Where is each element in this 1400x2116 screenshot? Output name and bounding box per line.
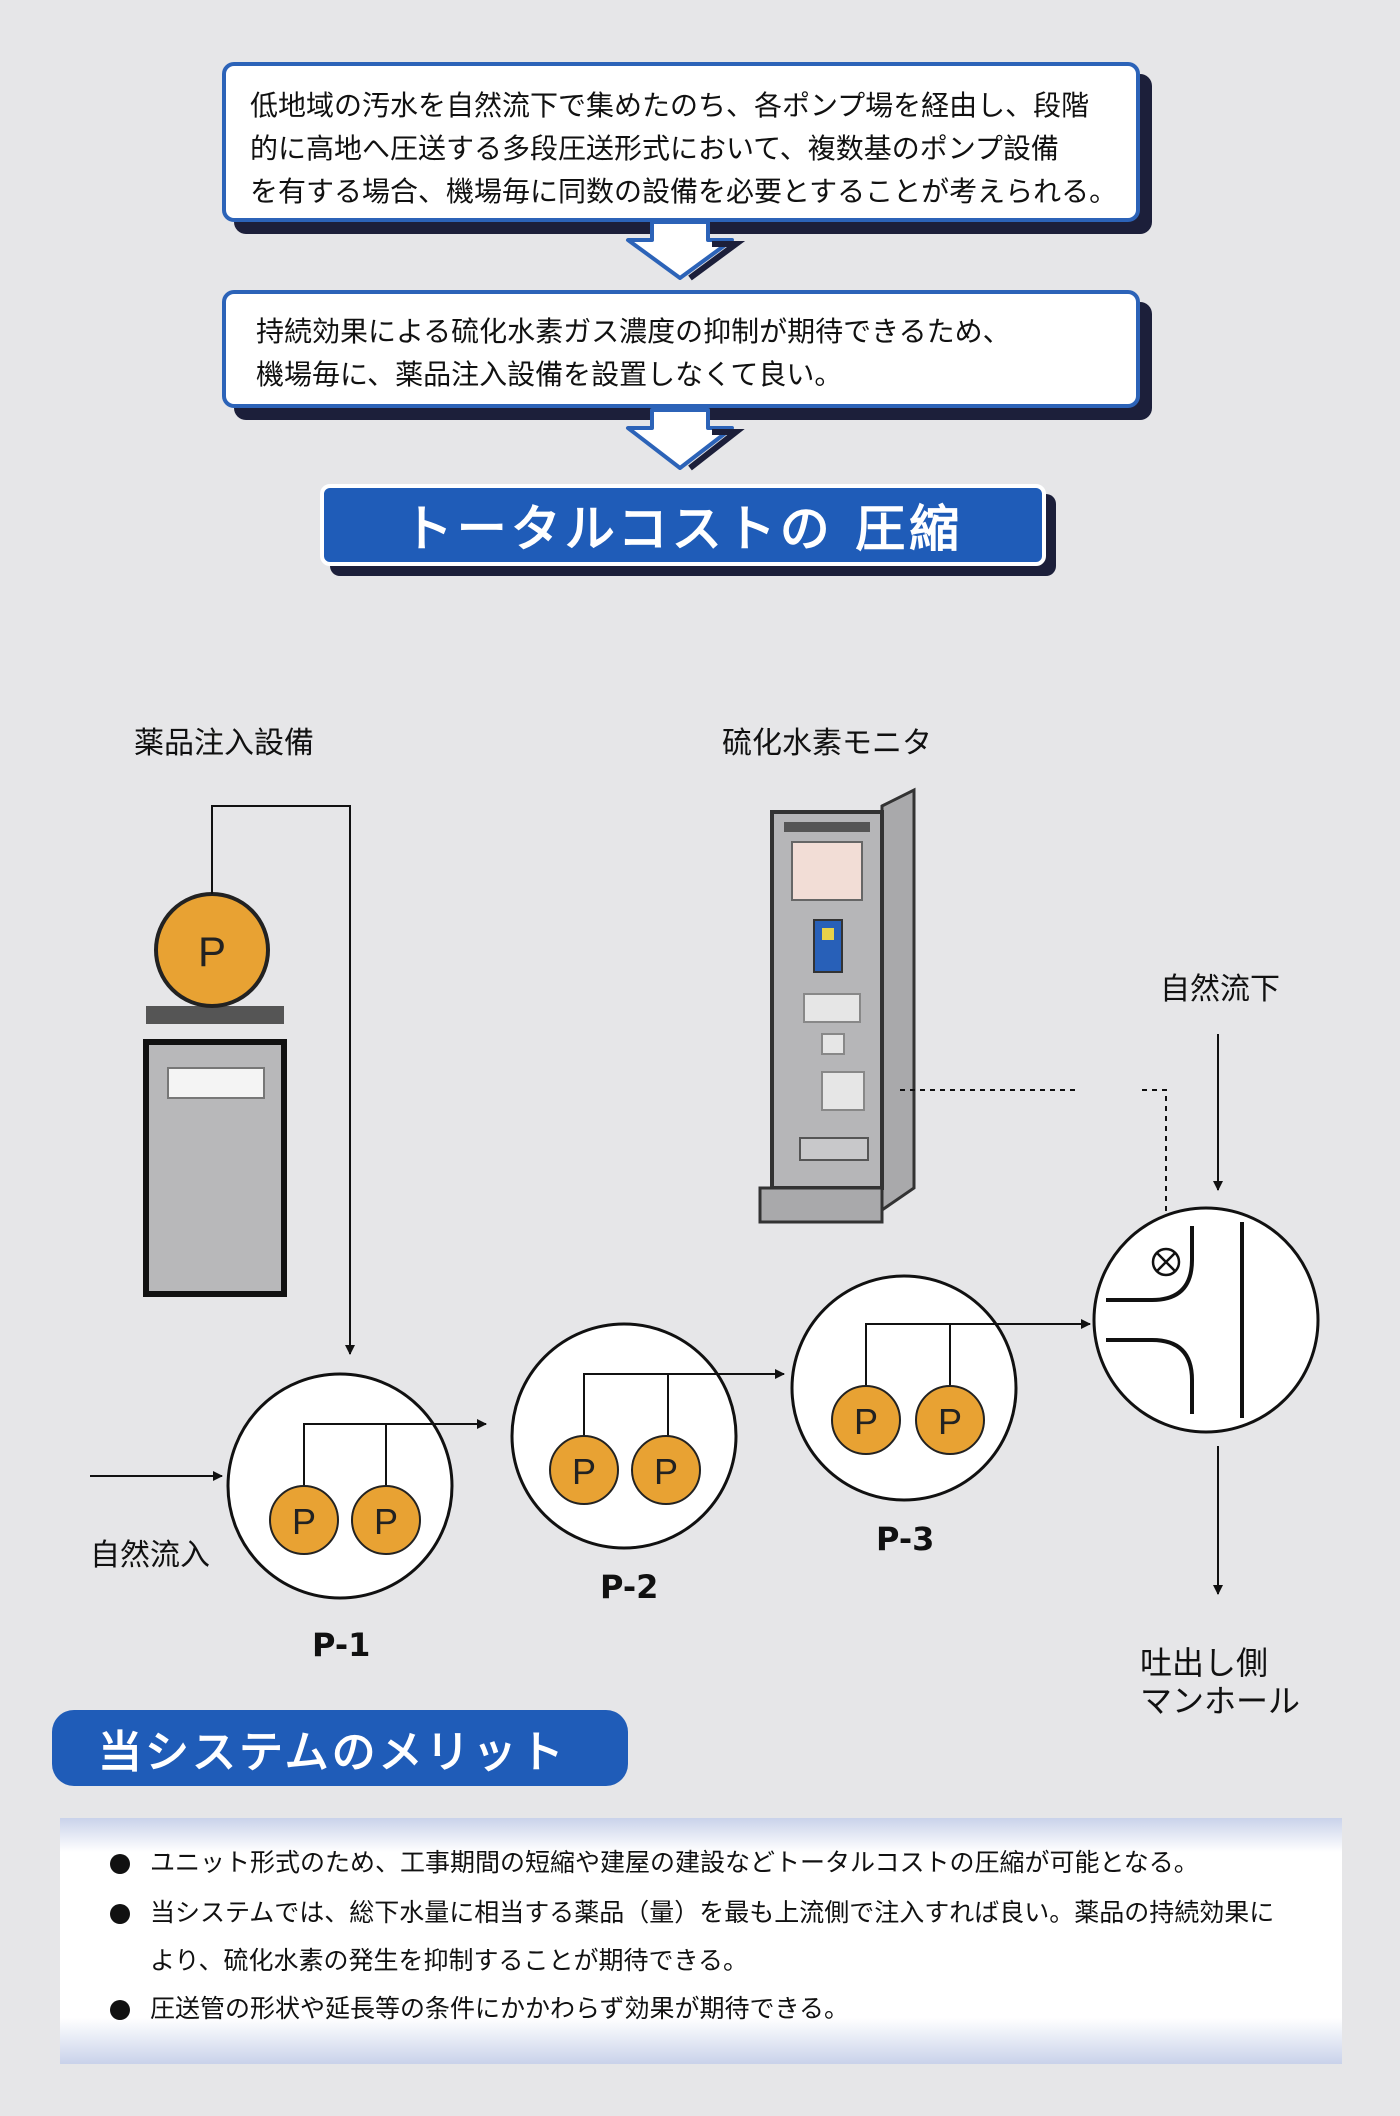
station-label-p3: P-3: [876, 1520, 935, 1558]
merit-item-2-line-1: 当システムでは、総下水量に相当する薬品（量）を最も上流側で注入すれば良い。薬品の…: [150, 1898, 1275, 1927]
box1-line-1: 低地域の汚水を自然流下で集めたのち、各ポンプ場を経由し、段階: [250, 89, 1090, 122]
station-label-p2: P-2: [600, 1568, 659, 1606]
station-label-p1: P-1: [312, 1626, 371, 1664]
flow-arrow-down-2: [626, 408, 745, 471]
total-cost-banner: トータルコストの 圧縮: [320, 484, 1046, 566]
p3-pump-b-letter: P: [938, 1401, 962, 1442]
merit-item-1: ユニット形式のため、工事期間の短縮や建屋の建設などトータルコストの圧縮が可能とな…: [150, 1848, 1199, 1877]
discharge-manhole: [1092, 1206, 1320, 1434]
merit-item-2-line-2: より、硫化水素の発生を抑制することが期待できる。: [150, 1946, 749, 1975]
h2s-monitor-cabinet: [758, 787, 916, 1224]
description-box-2: 持続効果による硫化水素ガス濃度の抑制が期待できるため、 機場毎に、薬品注入設備を…: [222, 290, 1140, 408]
p1-pump-b-letter: P: [374, 1501, 398, 1542]
box1-line-3: を有する場合、機場毎に同数の設備を必要とすることが考えられる。: [250, 175, 1118, 208]
chemical-injection-equipment: P: [143, 805, 355, 1355]
box2-line-1: 持続効果による硫化水素ガス濃度の抑制が期待できるため、: [256, 315, 1011, 348]
chemical-equipment-label: 薬品注入設備: [134, 726, 314, 761]
p1-pump-a-letter: P: [292, 1501, 316, 1542]
natural-inflow-label: 自然流入: [90, 1538, 210, 1573]
pump-station-p2: P P: [510, 1322, 785, 1550]
box1-line-2: 的に高地へ圧送する多段圧送形式において、複数基のポンプ設備: [250, 132, 1059, 165]
discharge-label-line1: 吐出し側: [1140, 1644, 1269, 1682]
bullet-icon: [110, 1854, 130, 1874]
discharge-label-line2: マンホール: [1140, 1682, 1301, 1720]
merits-title: 当システムのメリット: [52, 1710, 628, 1786]
description-box-1: 低地域の汚水を自然流下で集めたのち、各ポンプ場を経由し、段階 的に高地へ圧送する…: [222, 62, 1140, 222]
merit-item-3: 圧送管の形状や延長等の条件にかかわらず効果が期待できる。: [150, 1994, 850, 2023]
gravity-flow-label: 自然流下: [1160, 972, 1280, 1007]
merits-box: ユニット形式のため、工事期間の短縮や建屋の建設などトータルコストの圧縮が可能とな…: [60, 1818, 1342, 2064]
bullet-icon: [110, 1904, 130, 1924]
bullet-icon: [110, 2000, 130, 2020]
pump-station-p1: P P: [226, 1372, 487, 1600]
h2s-monitor-label: 硫化水素モニタ: [722, 726, 932, 761]
monitor-signal-line-2: [1142, 1089, 1167, 1246]
flow-arrow-down-1: [626, 220, 746, 281]
p3-pump-a-letter: P: [854, 1401, 878, 1442]
pump-station-p3: P P: [790, 1274, 1091, 1502]
p2-pump-b-letter: P: [654, 1451, 678, 1492]
p2-pump-a-letter: P: [572, 1451, 596, 1492]
box2-line-2: 機場毎に、薬品注入設備を設置しなくて良い。: [256, 358, 843, 391]
chemical-pump-letter: P: [198, 928, 226, 975]
